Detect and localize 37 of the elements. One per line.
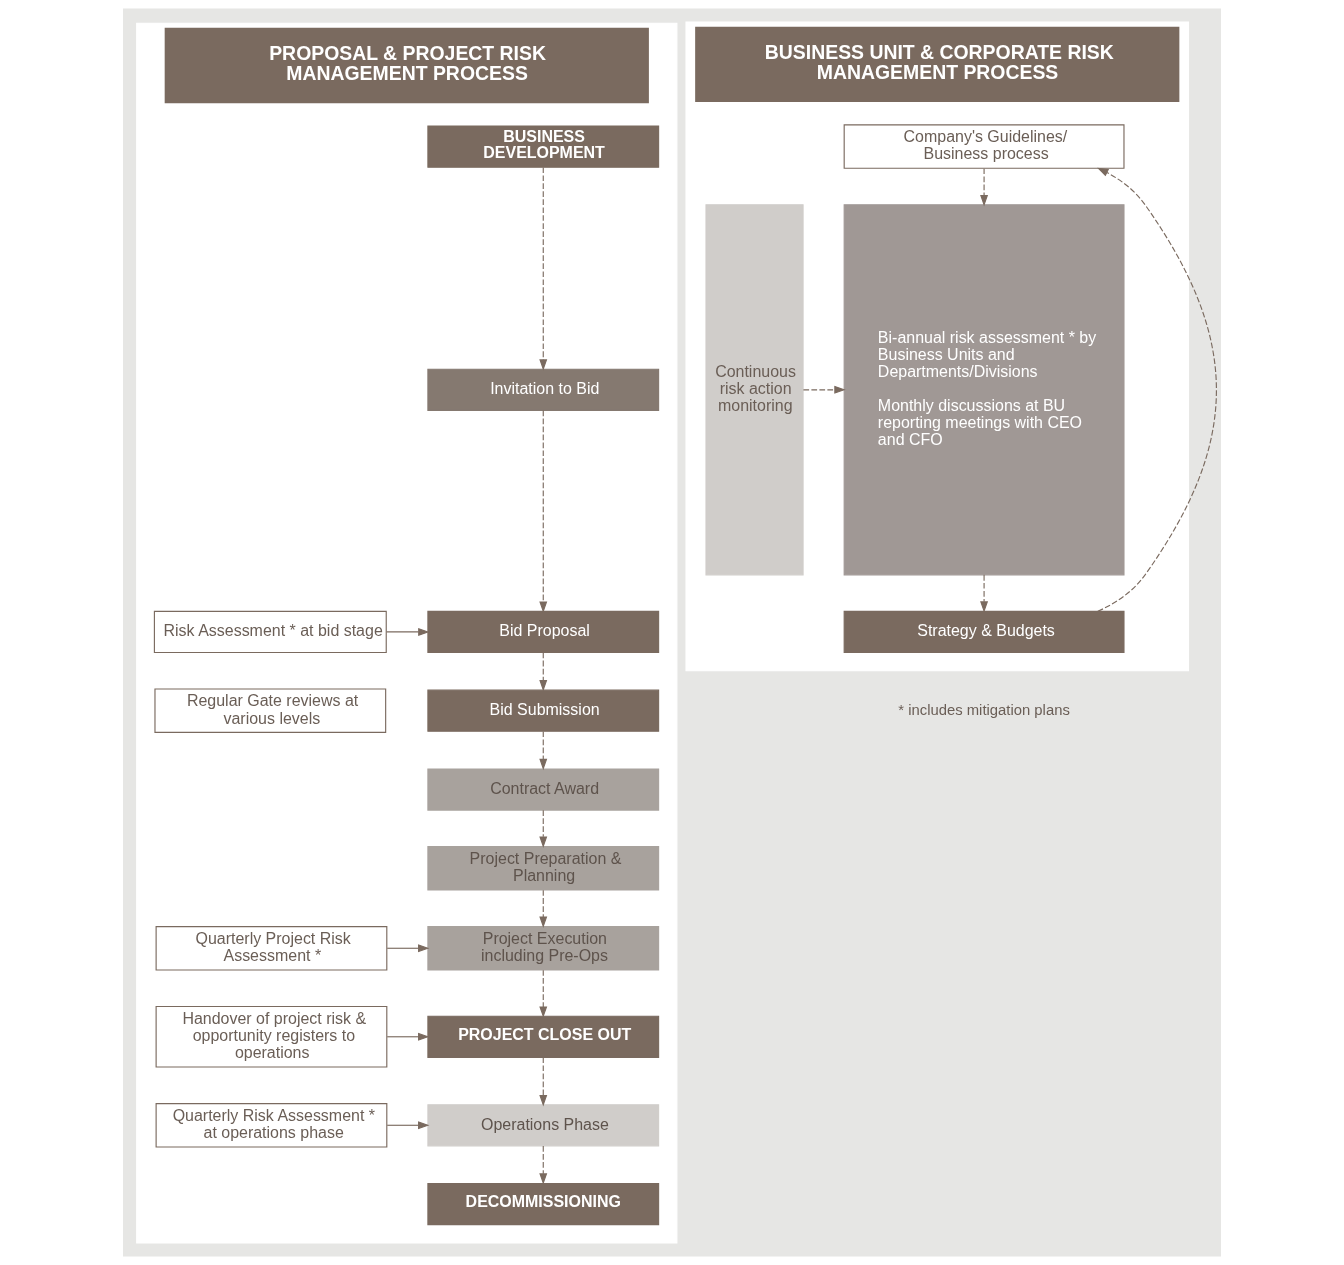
- node-box: Strategy & Budgets: [843, 610, 1125, 654]
- node-box: DECOMMISSIONING: [427, 1182, 660, 1226]
- node-box: Bi-annual risk assessment * by Business Units and Departments/Divisions Monthly discussions at BU reporting meetings with CEO and CFO: [843, 204, 1125, 576]
- node-box: Risk Assessment * at bid stage: [153, 610, 387, 654]
- arrow: [539, 410, 548, 613]
- arrow: [386, 1121, 430, 1130]
- node-box: PROJECT CLOSE OUT: [427, 1015, 660, 1058]
- node-box: Operations Phase: [427, 1104, 660, 1147]
- arrow: [539, 889, 548, 928]
- node-box: Contract Award: [427, 768, 660, 811]
- arrow: [385, 627, 430, 636]
- arrow: [386, 1032, 430, 1041]
- node-box: Invitation to Bid: [427, 368, 660, 411]
- node-box: BUSINESS DEVELOPMENT: [427, 125, 660, 168]
- arrow: [980, 168, 989, 207]
- arrow: [386, 944, 430, 953]
- node-box: Company's Guidelines/ Business process: [843, 124, 1125, 169]
- arrow: [539, 166, 548, 371]
- arrow: [1097, 167, 1217, 612]
- node-box: Quarterly Project Risk Assessment *: [155, 926, 388, 971]
- label: * includes mitigation plans: [898, 701, 1070, 718]
- arrow: [802, 385, 846, 394]
- node-box: Quarterly Risk Assessment * at operations phase: [155, 1103, 388, 1148]
- arrow: [539, 1145, 548, 1185]
- arrow: [539, 1056, 548, 1107]
- node-box: Continuous risk action monitoring: [705, 204, 804, 576]
- arrow: [539, 969, 548, 1018]
- arrow: [980, 574, 989, 613]
- node-box: Project Preparation & Planning: [427, 846, 660, 891]
- node-box: Regular Gate reviews at various levels: [154, 688, 387, 733]
- node-box: Project Execution including Pre-Ops: [427, 926, 660, 971]
- node-box: Bid Proposal: [427, 610, 660, 654]
- arrow: [539, 809, 548, 848]
- arrow: [539, 731, 548, 771]
- node-box: Bid Submission: [427, 689, 660, 732]
- arrow: [539, 652, 548, 692]
- node-box: Handover of project risk & opportunity registers to operations: [155, 1005, 388, 1068]
